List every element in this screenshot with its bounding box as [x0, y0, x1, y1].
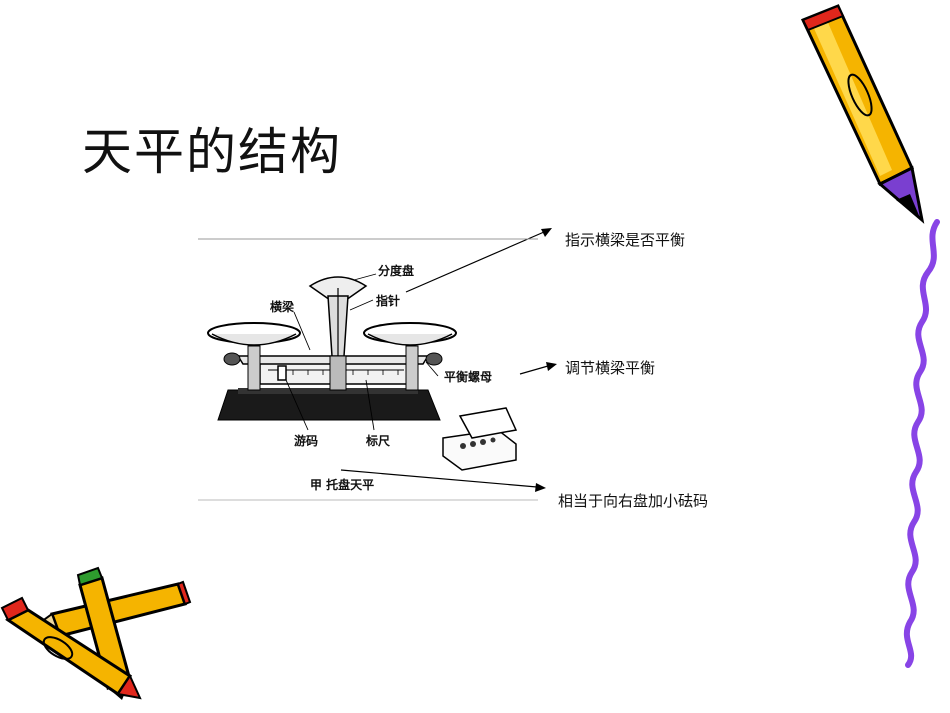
balance-drawing	[198, 238, 538, 501]
balance-figure: 分度盘 指针 横梁 平衡螺母 游码 标尺 甲 托盘天平	[198, 238, 538, 503]
annotation-arrows	[340, 228, 557, 492]
arrow-pointer-to-note	[405, 231, 545, 293]
arrowhead-2	[546, 362, 557, 371]
pencil-bottom-left-icon	[0, 566, 192, 700]
label-beam: 横梁	[270, 300, 295, 314]
arrowhead-3	[535, 483, 546, 492]
note-nut-function: 调节横梁平衡	[565, 359, 656, 377]
figure-caption: 甲 托盘天平	[310, 478, 375, 492]
slide-title: 天平的结构	[82, 123, 342, 181]
arrow-nut-to-note	[519, 365, 549, 375]
label-rider: 游码	[294, 434, 319, 448]
arrowhead-1	[541, 228, 552, 237]
label-dial: 分度盘	[378, 264, 415, 278]
squiggle-line-icon	[903, 219, 940, 668]
arrow-rider-to-note	[340, 469, 538, 488]
pencil-top-right-icon	[800, 4, 925, 224]
label-scale: 标尺	[366, 434, 391, 448]
note-rider-function: 相当于向右盘加小砝码	[558, 492, 709, 510]
note-pointer-function: 指示横梁是否平衡	[565, 231, 686, 249]
label-balance-nut: 平衡螺母	[444, 370, 493, 384]
label-pointer: 指针	[376, 294, 401, 308]
